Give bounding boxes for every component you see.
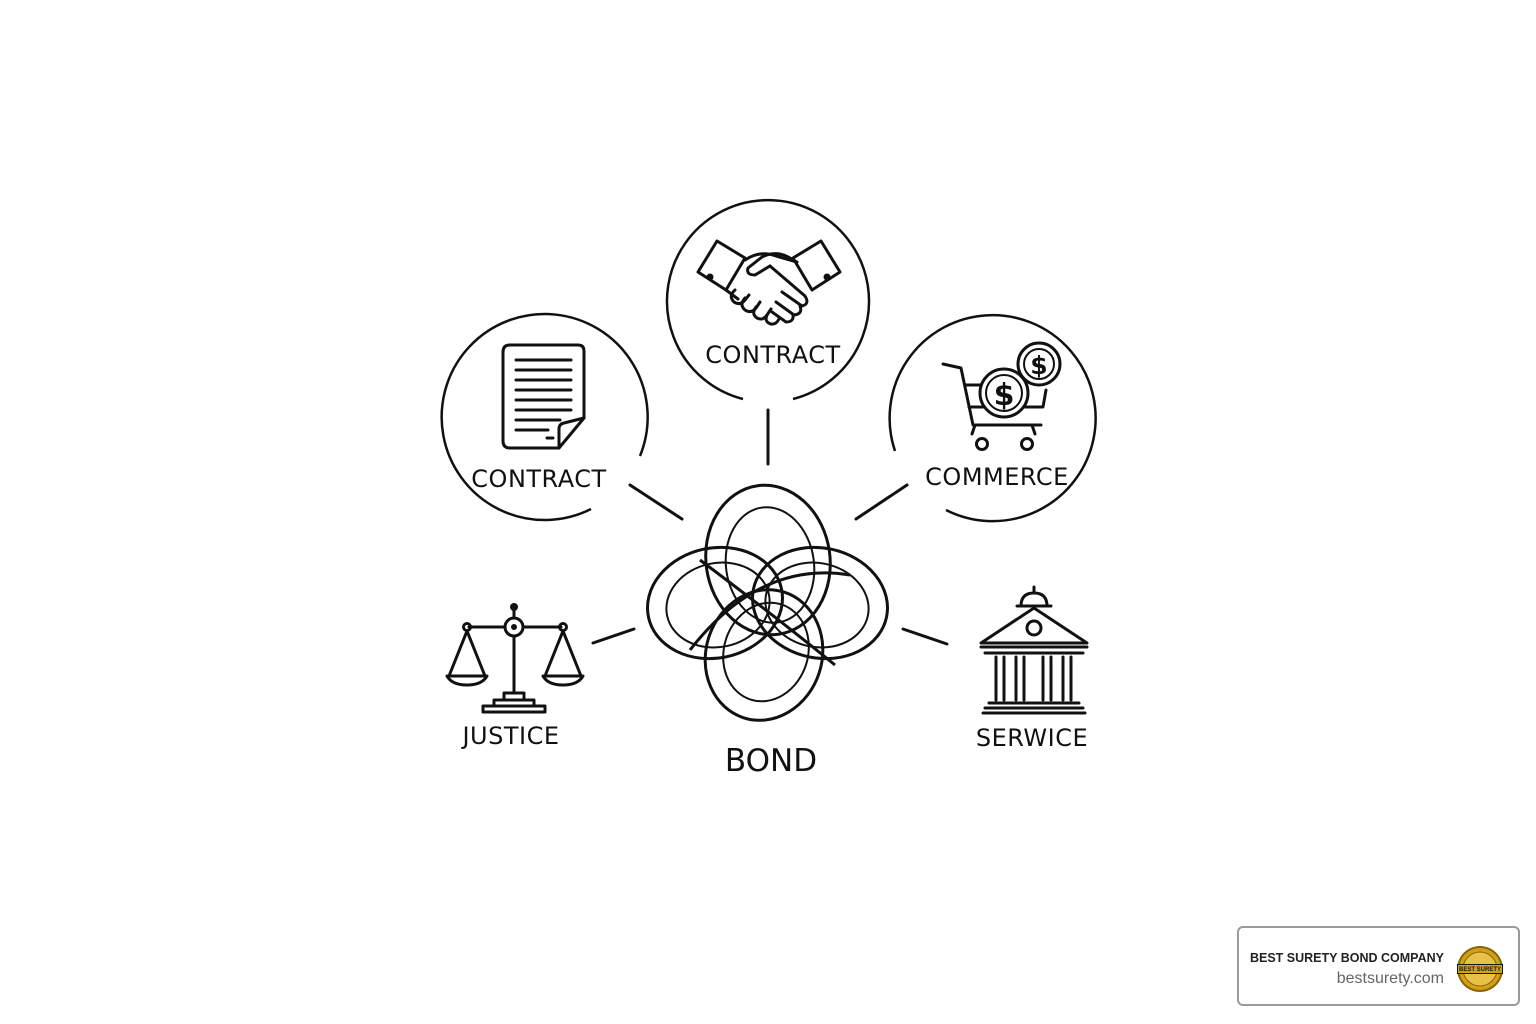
bond-hub: BOND [646, 483, 889, 779]
connector-lower-right [901, 627, 949, 646]
document-icon [501, 343, 586, 450]
gold-seal-icon: BEST SURETY [1457, 946, 1503, 992]
badge-company-name: BEST SURETY BOND COMPANY [1249, 951, 1444, 965]
node-label: CONTRACT [471, 465, 606, 493]
connector-lower-left [591, 627, 636, 645]
node-label: COMMERCE [925, 463, 1069, 491]
node-label: JUSTICE [460, 722, 559, 750]
government-building-icon [979, 585, 1089, 715]
badge-url[interactable]: bestsurety.com [1336, 970, 1444, 987]
node-label: CONTRACT [705, 341, 840, 369]
node-justice: JUSTICE [445, 603, 585, 750]
hub-label: BOND [725, 743, 817, 779]
connector-upper-right [854, 483, 909, 521]
node-serwice: SERWICE [976, 585, 1089, 752]
node-commerce: $ $ COMMERCE [888, 313, 1097, 523]
node-contract-top: CONTRACT [665, 198, 871, 401]
node-ring [888, 313, 1097, 523]
node-contract-left: CONTRACT [440, 312, 649, 522]
scales-icon [445, 603, 585, 714]
svg-text:$: $ [1030, 351, 1047, 380]
connector-lines [591, 408, 949, 646]
svg-text:$: $ [994, 378, 1015, 413]
coin-icon: $ [978, 367, 1030, 419]
coin-icon: $ [1016, 341, 1062, 387]
watermark-badge[interactable]: BEST SURETY BOND COMPANY bestsurety.com … [1237, 926, 1520, 1006]
svg-text:BEST SURETY: BEST SURETY [1459, 967, 1501, 973]
handshake-icon [696, 239, 842, 326]
node-label: SERWICE [976, 724, 1088, 752]
interlocking-knot-icon [646, 483, 889, 722]
connector-upper-left [628, 483, 684, 521]
node-ring [665, 198, 871, 401]
node-ring [440, 312, 649, 522]
